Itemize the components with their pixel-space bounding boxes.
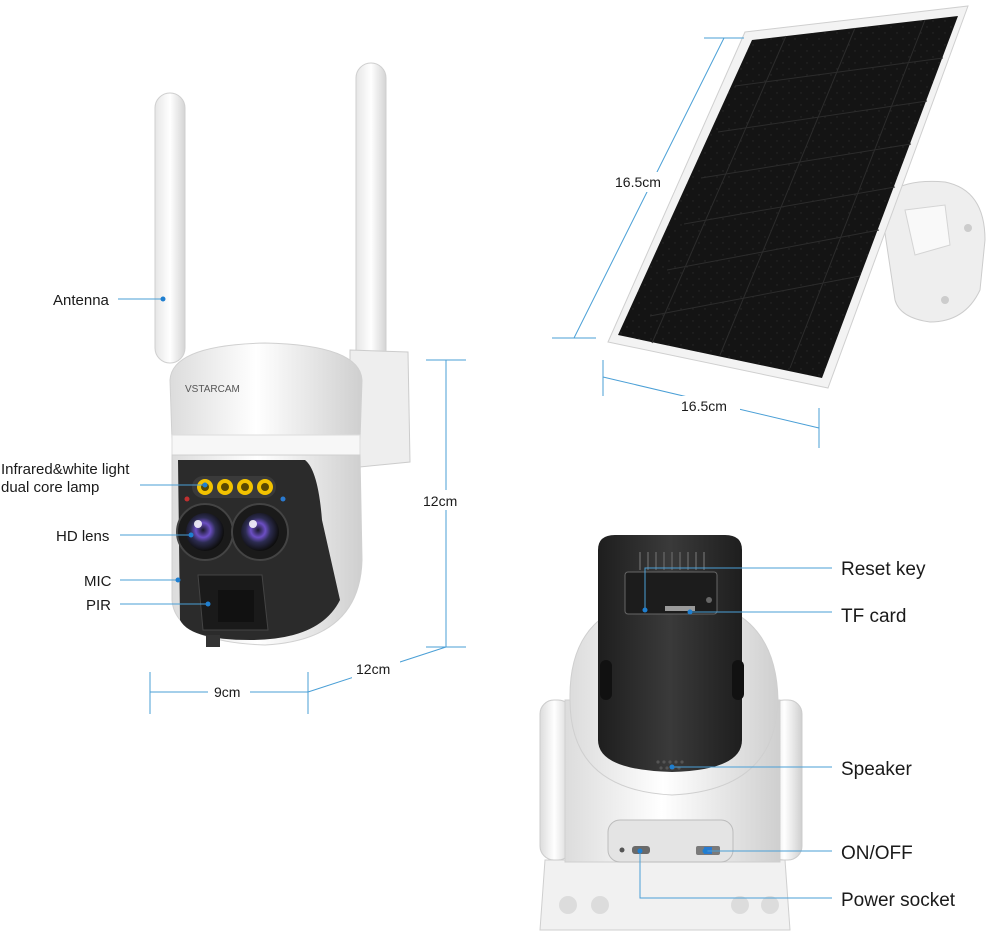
- camera-bottom-nub: [206, 635, 220, 647]
- label-tf-card: TF card: [841, 606, 906, 627]
- tf-card-slot: [665, 606, 695, 611]
- lens-left: [176, 503, 234, 561]
- leader-lines-right: [639, 567, 832, 899]
- label-mic: MIC: [84, 573, 112, 590]
- label-antenna: Antenna: [53, 292, 110, 309]
- control-plate: [607, 819, 734, 863]
- label-hd-lens: HD lens: [56, 528, 109, 545]
- label-lamp-line1: Infrared&white light: [1, 461, 130, 478]
- label-on-off: ON/OFF: [841, 843, 913, 864]
- antenna-left: [154, 92, 186, 364]
- dim-camera-depth: 12cm: [356, 661, 390, 677]
- camera-neck: [171, 434, 361, 456]
- camera-top-housing: [169, 342, 363, 441]
- solar-panel: [607, 5, 986, 389]
- dim-panel-height: 16.5cm: [615, 174, 661, 190]
- reset-hole: [706, 597, 712, 603]
- label-lamp-line2: dual core lamp: [1, 479, 99, 496]
- dim-camera-height: 12cm: [423, 493, 457, 509]
- camera-base: [539, 859, 791, 931]
- label-pir: PIR: [86, 597, 111, 614]
- lens-right: [231, 503, 289, 561]
- camera-front: VSTARCAM: [154, 62, 411, 647]
- dimension-lines: [149, 37, 820, 714]
- lamp-strip: [192, 476, 276, 498]
- dim-panel-width: 16.5cm: [681, 398, 727, 414]
- leader-dots-right: [637, 607, 708, 854]
- card-slot-panel: [624, 571, 718, 615]
- label-reset-key: Reset key: [841, 559, 926, 580]
- camera-back: [539, 535, 803, 931]
- solar-cells: [618, 16, 958, 378]
- status-led-red: [184, 496, 190, 502]
- leader-lines-left: [118, 298, 208, 605]
- label-power-socket: Power socket: [841, 890, 956, 911]
- camera-rear-cover: [598, 535, 742, 772]
- dim-camera-width: 9cm: [214, 684, 240, 700]
- brand-logo: VSTARCAM: [185, 384, 240, 395]
- label-speaker: Speaker: [841, 759, 912, 780]
- leader-dots-left: [160, 296, 211, 607]
- status-led-blue: [280, 496, 286, 502]
